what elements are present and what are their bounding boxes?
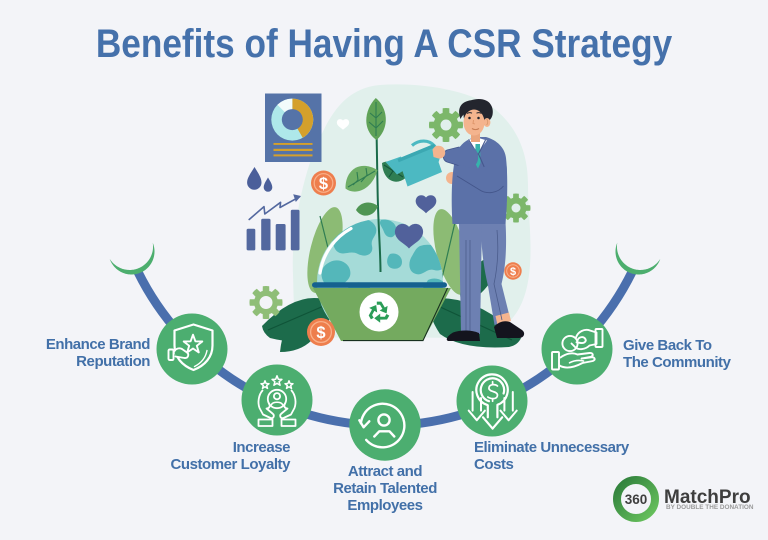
svg-text:$: $ [510,266,516,278]
svg-text:$: $ [319,175,328,193]
svg-text:360: 360 [625,492,648,507]
svg-text:$: $ [316,324,325,342]
